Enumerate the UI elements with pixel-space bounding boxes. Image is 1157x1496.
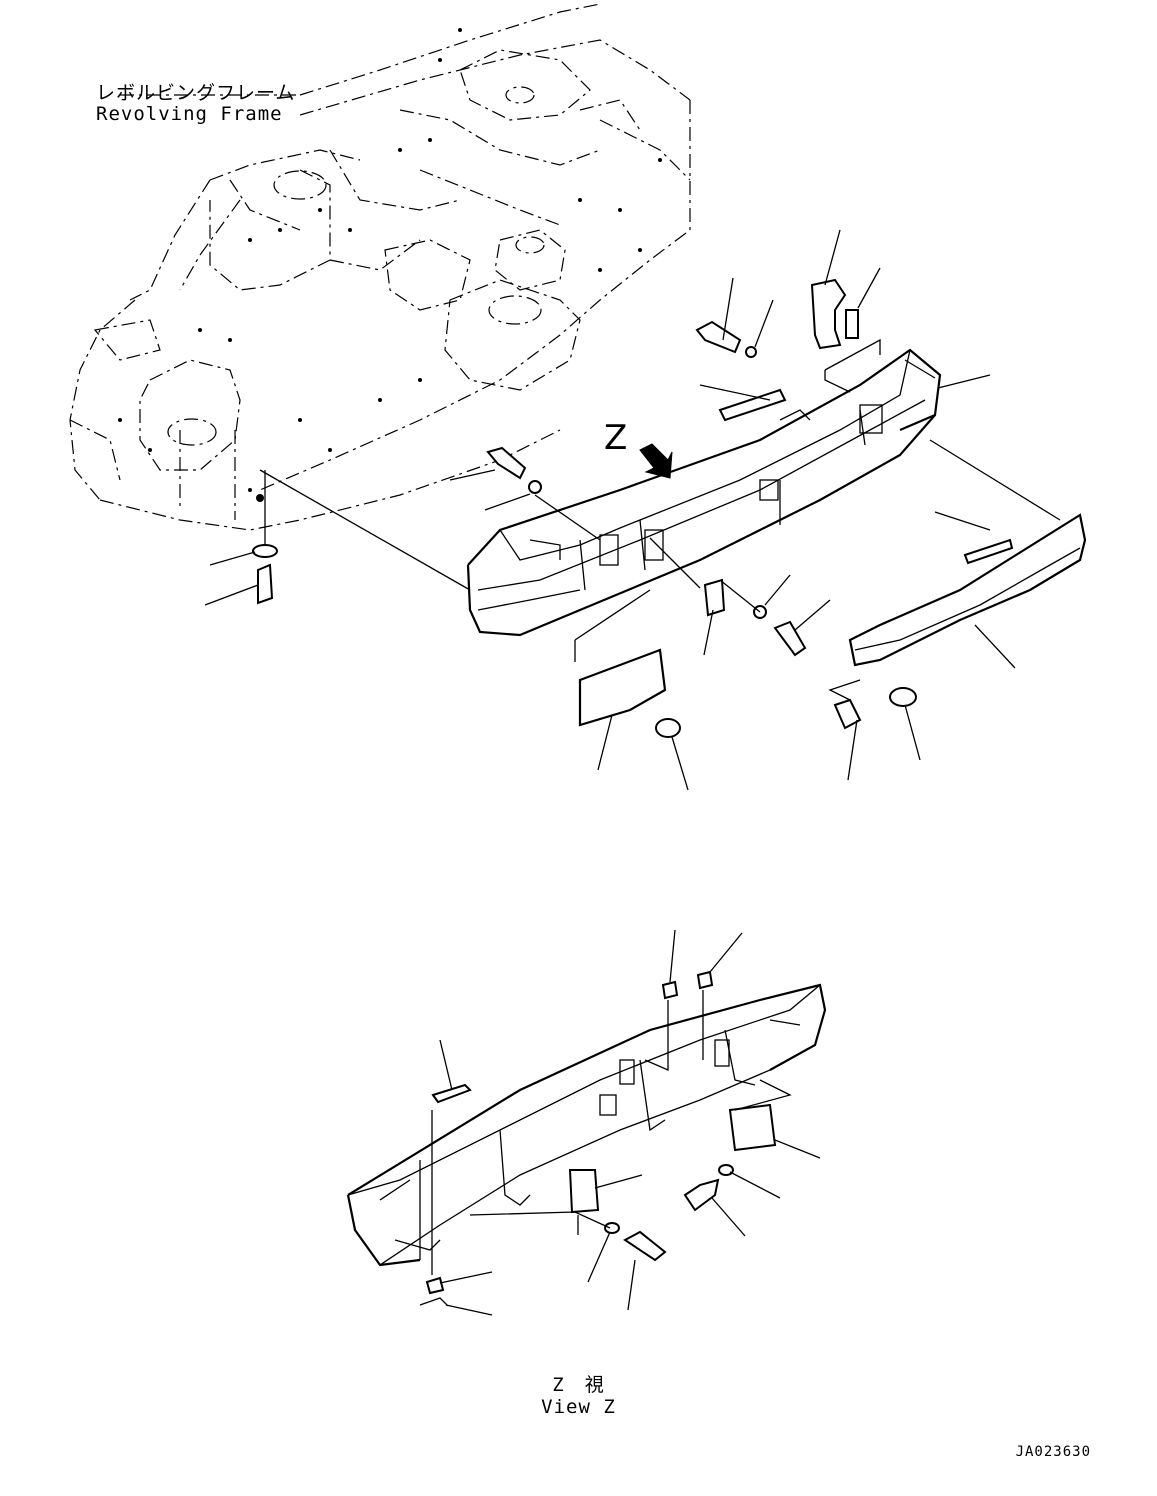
- counterweight-exploded: [204, 229, 1087, 791]
- arrow-down-right-icon: [639, 443, 673, 479]
- frame-label-english: Revolving Frame: [96, 103, 283, 125]
- view-z-title-english: View Z: [541, 1396, 616, 1418]
- drawing-code: JA023630: [1015, 1444, 1091, 1460]
- frame-label-japanese: レボルビングフレーム: [96, 82, 296, 104]
- view-z-detail: [346, 929, 827, 1316]
- view-z-marker: Z: [604, 418, 628, 458]
- revolving-frame: [69, 3, 691, 531]
- view-z-title-japanese: Z 視: [552, 1374, 605, 1396]
